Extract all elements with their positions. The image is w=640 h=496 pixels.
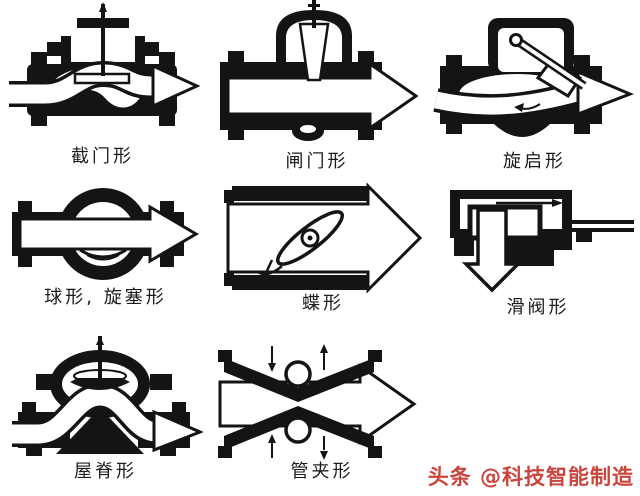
swing-valve-diagram bbox=[433, 18, 635, 137]
valve-label-ridge: 屋脊形 bbox=[74, 461, 137, 482]
valve-label-gate: 闸门形 bbox=[285, 151, 349, 172]
gate-valve-figure: 闸门形 bbox=[212, 0, 422, 172]
slide-valve-figure: 滑阀形 bbox=[438, 186, 638, 318]
butterfly-valve-figure: 蝶形 bbox=[218, 182, 428, 314]
globe-valve-diagram bbox=[9, 2, 200, 126]
slide-valve-diagram bbox=[450, 190, 634, 293]
valve-label-swing: 旋启形 bbox=[503, 151, 566, 172]
valve-label-butterfly: 蝶形 bbox=[302, 293, 344, 314]
pinch-valve-diagram bbox=[218, 344, 417, 460]
valve-label-slide: 滑阀形 bbox=[506, 297, 570, 318]
swing-valve-figure: 旋启形 bbox=[432, 14, 637, 172]
watermark: 头条 @科技智能制造 bbox=[427, 465, 634, 489]
ridge-valve-diagram bbox=[12, 336, 203, 456]
globe-valve-figure: 截门形 bbox=[5, 2, 200, 167]
ball-plug-valve-diagram bbox=[12, 188, 199, 280]
valve-label-pinch: 管夹形 bbox=[290, 461, 354, 482]
ridge-valve-figure: 屋脊形 bbox=[8, 336, 203, 482]
valve-label-globe: 截门形 bbox=[71, 146, 134, 167]
pinch-valve-figure: 管夹形 bbox=[212, 342, 432, 482]
ball-plug-valve-figure: 球形, 旋塞形 bbox=[8, 186, 203, 308]
butterfly-valve-diagram bbox=[224, 182, 423, 294]
gate-valve-diagram bbox=[220, 0, 419, 141]
valve-label-ball-plug: 球形, 旋塞形 bbox=[44, 287, 167, 308]
